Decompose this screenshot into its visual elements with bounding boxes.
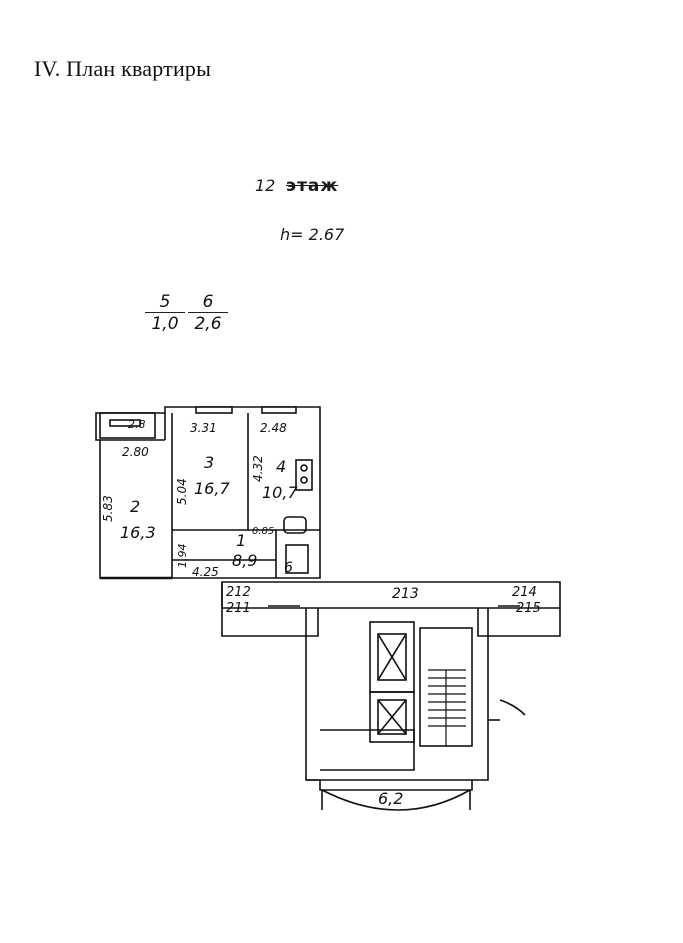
floor-label: этаж <box>286 176 339 196</box>
stove-fixture <box>295 459 313 491</box>
room2-number: 2 <box>130 497 140 516</box>
room2-area: 16,3 <box>120 523 156 542</box>
landing-width-label: 6,2 <box>378 789 403 808</box>
room3-length-label: 5.04 <box>175 478 189 505</box>
unit-213-label: 213 <box>392 586 419 602</box>
stairwell-outline <box>305 608 489 781</box>
balcony-width-label: 2.8 <box>128 418 146 431</box>
balcony-depth-label: 2.80 <box>122 445 149 459</box>
room2-length-label: 5.83 <box>101 495 115 522</box>
hall-width-label: 4.25 <box>192 565 219 579</box>
unit-212-label: 212 <box>226 585 251 600</box>
unit-214-label: 214 <box>512 585 537 600</box>
bath-fixture <box>283 516 307 534</box>
fraction-5: 5 1,0 <box>145 292 185 335</box>
ceiling-height: h= 2.67 <box>280 225 345 244</box>
floor-number: 12 <box>255 176 276 195</box>
balcony <box>99 412 156 439</box>
bath-number: 6 <box>284 560 293 576</box>
room4-number: 4 <box>276 457 286 476</box>
page-title: IV. План квартиры <box>34 56 212 81</box>
hall-depth-label: 1.94 <box>176 544 189 569</box>
hall-area: 8,9 <box>232 551 257 570</box>
room4-width-label: 2.48 <box>260 421 287 435</box>
fraction-5-denominator: 1,0 <box>151 314 179 334</box>
fraction-6: 6 2,6 <box>188 292 228 335</box>
corridor <box>221 581 561 609</box>
fraction-6-denominator: 2,6 <box>194 314 222 334</box>
room3-area: 16,7 <box>194 479 230 498</box>
room3-width-label: 3.31 <box>190 421 217 435</box>
unit-215-label: 215 <box>516 601 541 616</box>
fraction-6-numerator: 6 <box>188 292 228 313</box>
apartment-outline <box>95 406 321 579</box>
unit-211-label: 211 <box>226 601 251 616</box>
hall-number: 1 <box>236 531 246 550</box>
bath-width-label: 0.85 <box>252 526 274 537</box>
room4-length-label: 4.32 <box>251 455 265 482</box>
elevator-2 <box>369 691 415 743</box>
fraction-5-numerator: 5 <box>145 292 185 313</box>
room4-area: 10,7 <box>262 483 298 502</box>
room3-number: 3 <box>204 453 214 472</box>
landing-arc <box>321 789 471 811</box>
